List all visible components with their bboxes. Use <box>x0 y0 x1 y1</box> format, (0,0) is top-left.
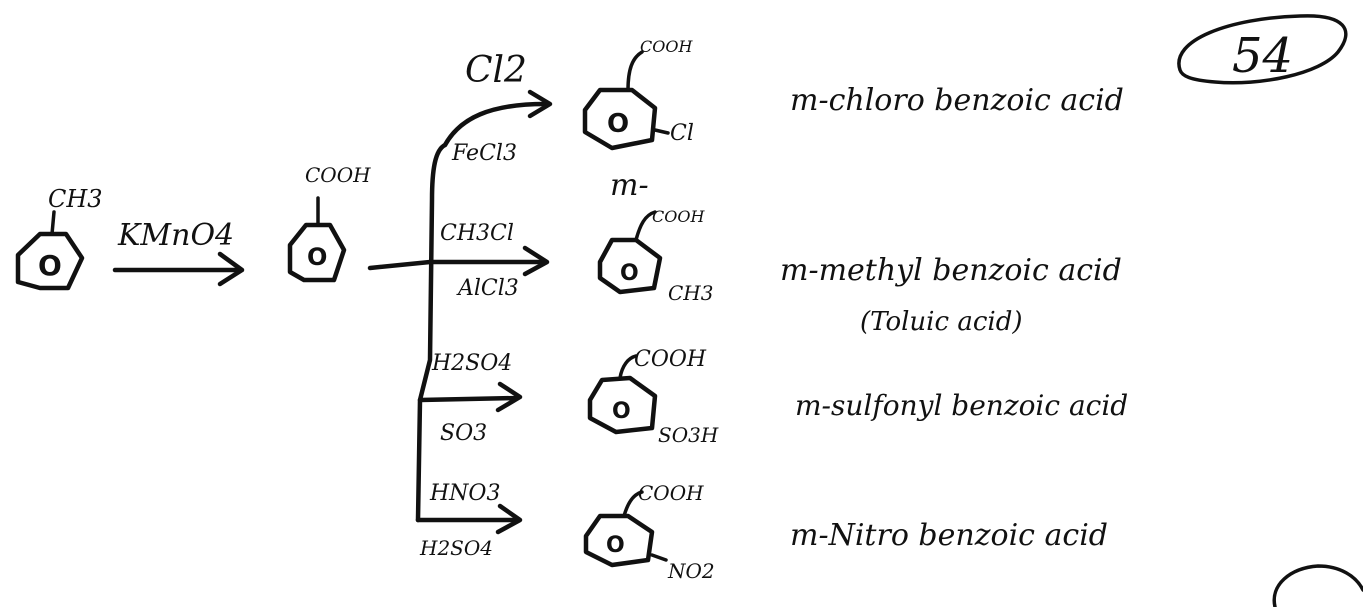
reaction-sulfonation: H2SO4 SO3 O COOH SO3H m-sulfonyl benzoic… <box>431 347 1128 447</box>
reagent-bottom: SO3 <box>440 421 487 446</box>
reagent-bottom: H2SO4 <box>419 536 493 560</box>
ring-mark: O <box>620 261 639 286</box>
product-side: Cl <box>670 121 694 146</box>
reagent-top: HNO3 <box>429 481 500 506</box>
page-number-badge: 54 <box>1177 14 1348 85</box>
reagent-top: Cl2 <box>465 50 527 91</box>
reaction-chlorination: Cl2 FeCl3 O COOH Cl m-chloro benzoic aci… <box>451 37 1124 166</box>
ring-mark: O <box>38 249 62 282</box>
ring-mark: O <box>607 109 629 139</box>
product-note: (Toluic acid) <box>860 307 1023 337</box>
intermediate-substituent: COOH <box>305 163 371 187</box>
product-top: COOH <box>640 37 693 56</box>
toluene-substituent: CH3 <box>48 185 103 213</box>
oxidation-reagent: KMnO4 <box>117 218 234 253</box>
page-number: 54 <box>1232 28 1293 84</box>
product-top: COOH <box>652 207 705 226</box>
ring-mark: O <box>307 243 327 271</box>
product-side: CH3 <box>668 281 713 305</box>
reaction-nitration: HNO3 H2SO4 O COOH NO2 m-Nitro benzoic ac… <box>419 481 1108 583</box>
product-structure: O COOH Cl <box>582 37 694 151</box>
product-name: m-methyl benzoic acid <box>780 253 1122 288</box>
name-prefix: m- <box>610 168 649 203</box>
reagent-bottom: AlCl3 <box>456 276 519 301</box>
product-name: m-chloro benzoic acid <box>790 83 1124 118</box>
benzoic-acid-structure: O COOH <box>287 163 371 283</box>
product-top: COOH <box>638 481 704 505</box>
ring-mark: O <box>612 399 631 424</box>
product-structure: O COOH NO2 <box>583 481 715 583</box>
toluene-structure: O CH3 <box>15 185 103 291</box>
product-name: m-sulfonyl benzoic acid <box>795 389 1128 422</box>
reaction-methylation: CH3Cl AlCl3 m- O COOH CH3 m-methyl benzo… <box>440 168 1122 337</box>
reagent-top: CH3Cl <box>440 221 514 246</box>
product-side: SO3H <box>658 423 719 447</box>
reagent-top: H2SO4 <box>431 351 512 376</box>
oxidation-arrow: KMnO4 <box>112 218 245 287</box>
product-structure: O COOH SO3H <box>587 347 719 447</box>
ring-mark: O <box>606 533 625 558</box>
product-top: COOH <box>634 347 707 372</box>
branch-connector <box>367 89 553 535</box>
product-name: m-Nitro benzoic acid <box>790 518 1108 553</box>
product-structure: O COOH CH3 <box>597 207 713 305</box>
reagent-bottom: FeCl3 <box>451 141 517 166</box>
product-side: NO2 <box>667 559 715 583</box>
partial-circle-mark <box>1272 564 1363 607</box>
